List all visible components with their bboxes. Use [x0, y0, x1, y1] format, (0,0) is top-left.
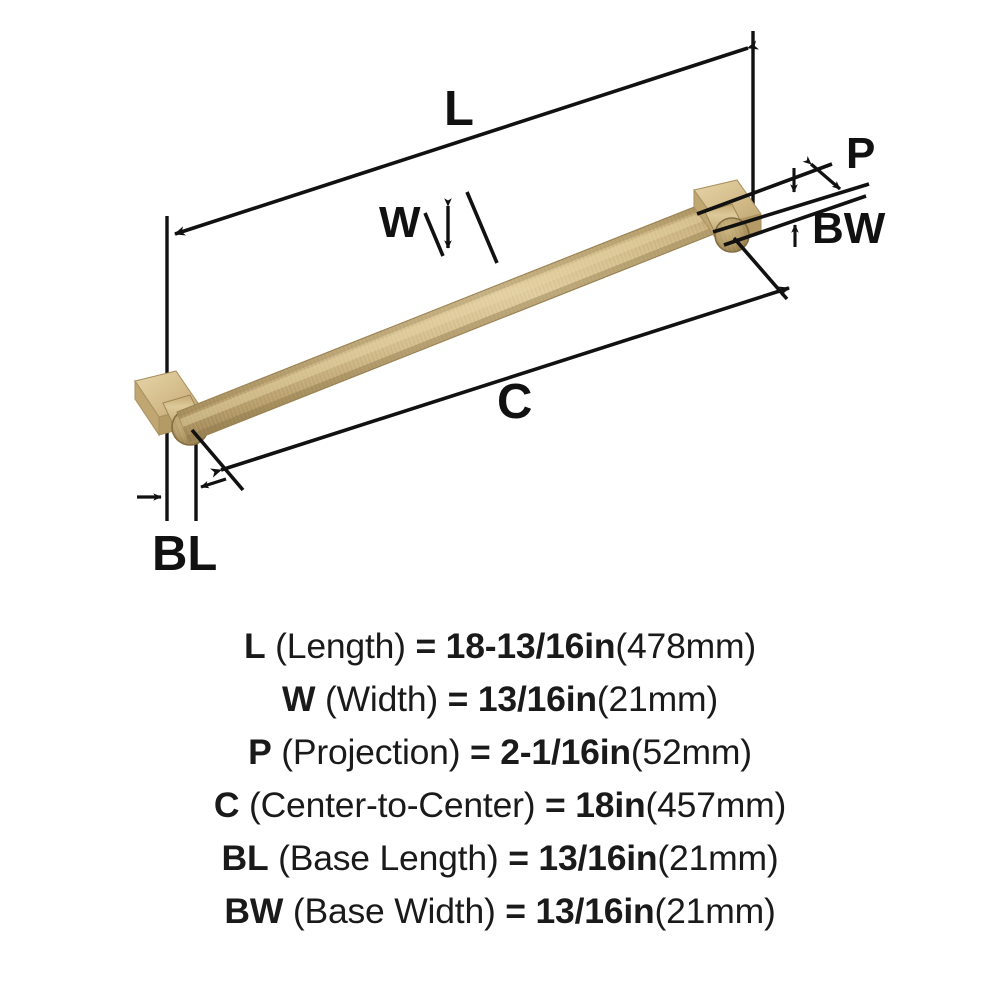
dimension-line-projection: [802, 156, 842, 191]
specification-list: L (Length) = 18-13/16in(478mm) W (Width)…: [0, 606, 1000, 1000]
spec-metric-center-to-center: (457mm): [645, 785, 787, 825]
extension-line-projection-lower: [712, 182, 870, 234]
spec-equals-base-width: =: [505, 891, 526, 931]
dimension-line-length: [174, 40, 759, 236]
product-dimension-diagram: L W P BW: [134, 31, 886, 581]
dimension-projection: P: [696, 129, 875, 234]
spec-code-projection: P: [248, 732, 272, 772]
spec-row-length: L (Length) = 18-13/16in(478mm): [0, 620, 1000, 673]
spec-imperial-projection: 2-1/16in: [500, 732, 631, 772]
spec-row-center-to-center: C (Center-to-Center) = 18in(457mm): [0, 779, 1000, 832]
spec-code-base-length: BL: [221, 838, 269, 878]
spec-metric-projection: (52mm): [630, 732, 752, 772]
spec-row-projection: P (Projection) = 2-1/16in(52mm): [0, 726, 1000, 779]
dimension-width: W: [379, 191, 499, 264]
dimension-center-to-center: C: [190, 236, 790, 492]
spec-row-base-width: BW (Base Width) = 13/16in(21mm): [0, 885, 1000, 938]
dimension-label-base-width: BW: [812, 204, 886, 253]
spec-equals-projection: =: [470, 732, 491, 772]
spec-imperial-base-width: 13/16in: [535, 891, 655, 931]
spec-row-width: W (Width) = 13/16in(21mm): [0, 673, 1000, 726]
spec-code-length: L: [243, 626, 266, 666]
dimension-line-center-to-center: [210, 286, 790, 478]
spec-name-base-width: (Base Width): [292, 891, 496, 931]
spec-code-width: W: [282, 679, 316, 719]
spec-name-projection: (Projection): [281, 732, 461, 772]
spec-equals-base-length: =: [508, 838, 529, 878]
spec-imperial-center-to-center: 18in: [575, 785, 646, 825]
dimension-base-length: BL: [137, 477, 227, 581]
dimension-base-width: BW: [723, 194, 886, 253]
dimension-label-base-length: BL: [152, 527, 217, 581]
spec-code-center-to-center: C: [213, 785, 240, 825]
spec-metric-base-length: (21mm): [657, 838, 779, 878]
spec-code-base-width: BW: [224, 891, 284, 931]
spec-metric-length: (478mm): [615, 626, 756, 666]
spec-imperial-width: 13/16in: [477, 679, 597, 719]
spec-name-center-to-center: (Center-to-Center): [248, 785, 536, 825]
spec-metric-width: (21mm): [596, 679, 718, 719]
spec-name-width: (Width): [325, 679, 438, 719]
spec-equals-center-to-center: =: [545, 785, 566, 825]
spec-name-length: (Length): [275, 626, 406, 666]
dimension-label-width: W: [379, 198, 421, 247]
spec-imperial-length: 18-13/16in: [445, 626, 616, 666]
extension-line-width-upper: [465, 191, 499, 264]
spec-name-base-length: (Base Length): [278, 838, 499, 878]
dimension-label-projection: P: [846, 129, 875, 178]
dimension-label-length: L: [444, 82, 474, 136]
spec-equals-width: =: [447, 679, 469, 719]
spec-metric-base-width: (21mm): [654, 891, 776, 931]
dimension-tick-base-length-right: [200, 477, 227, 489]
spec-row-base-length: BL (Base Length) = 13/16in(21mm): [0, 832, 1000, 885]
spec-imperial-base-length: 13/16in: [538, 838, 658, 878]
dimension-label-center-to-center: C: [497, 375, 532, 429]
dimension-length: L: [174, 40, 759, 236]
diagram-svg: L W P BW: [134, 31, 886, 581]
spec-equals-length: =: [415, 626, 436, 666]
extension-line-base-width: [723, 194, 867, 247]
extension-line-width-lower: [423, 212, 445, 257]
